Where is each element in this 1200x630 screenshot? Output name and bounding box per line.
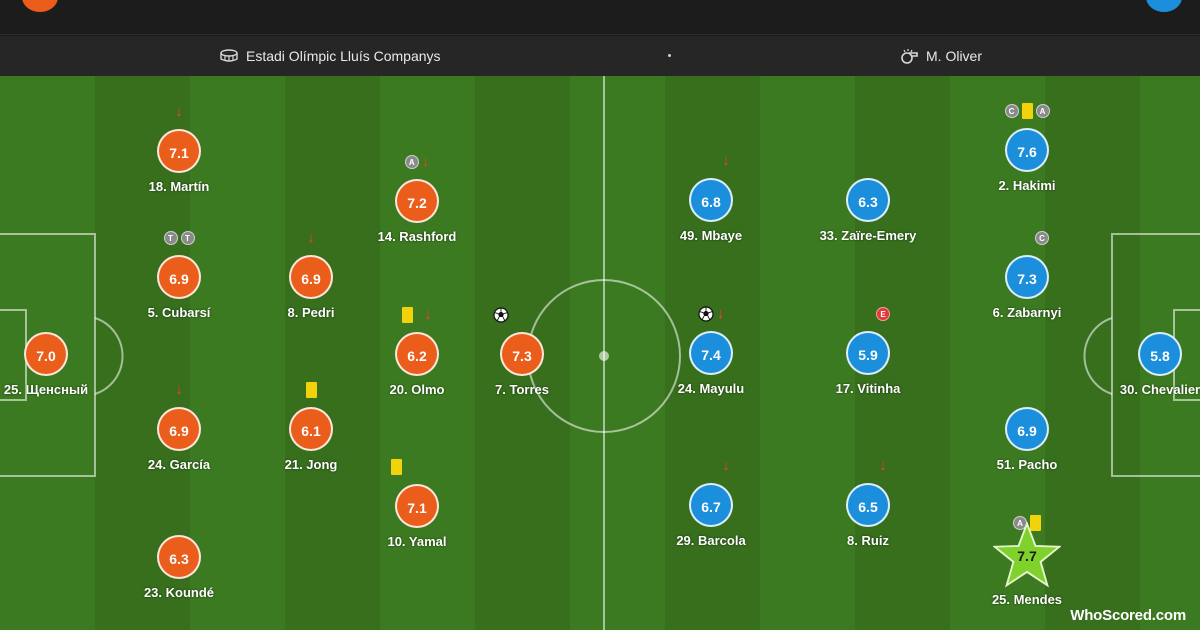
player-rating: 7.4 [689,331,733,375]
player-name: 49. Mbaye [679,228,743,243]
player-name: 25. Mendes [991,592,1063,607]
player-rating: 6.8 [689,178,733,222]
player-name: 33. Zaïre-Emery [819,228,917,243]
player-name: 18. Martín [148,179,210,194]
player-icons: ↓ [236,229,386,247]
away-team-badge[interactable] [1146,0,1182,12]
player-name: 20. Olmo [389,382,445,397]
player-rating: 5.9 [846,331,890,375]
player-name: 21. Jong [284,457,338,472]
venue-name: Estadi Olímpic Lluís Companys [246,48,441,64]
player-rating: 6.7 [689,483,733,527]
yellow-card-icon [1030,515,1041,531]
sub-off-icon: ↓ [175,381,183,398]
player-name: 25. Щенсный [3,382,89,397]
player-rating: 6.1 [289,407,333,451]
player-rating: 6.9 [1005,407,1049,451]
player-rating: 7.3 [1005,255,1049,299]
pitch: ↓ 7.1 18. Martín T T 6.9 5. Cubarsí ↓ 6.… [0,76,1200,630]
brand-wordmark[interactable]: WhoScored.com [1070,607,1186,624]
match-info-bar: Estadi Olímpic Lluís Companys M. Oliver [0,36,1200,76]
yellow-card-icon [1021,103,1033,119]
player-rating: 7.0 [24,332,68,376]
sub-off-icon: ↓ [879,457,887,474]
player-icons: E [808,305,958,323]
player-rating: 7.3 [500,332,544,376]
player-icons: ↓ [104,103,254,121]
player-name: 5. Cubarsí [147,305,211,320]
player-icons: C [967,229,1117,247]
player-rating: 6.9 [157,407,201,451]
man-of-the-match-star-icon [993,522,1061,588]
sub-off-icon: ↓ [722,152,730,169]
player-name: 23. Koundé [143,585,215,600]
yellow-card-icon [402,307,414,323]
player-icons: ↓ [342,306,492,324]
T-badge-icon: T [180,231,195,245]
player-icons: C A [952,102,1102,120]
man-of-the-match-rating: 7.7 [993,522,1061,588]
top-bar [0,0,1200,35]
player-icons: ↓ [651,457,801,475]
referee-info: M. Oliver [900,48,982,64]
sub-off-icon: ↓ [716,305,725,322]
player-icons: ↓ [104,381,254,399]
player-rating: 6.9 [157,255,201,299]
yellow-card-icon [390,459,402,475]
sub-off-icon: ↓ [421,153,430,170]
player-rating: 7.2 [395,179,439,223]
player-name: 2. Hakimi [998,178,1056,193]
player-name: 8. Pedri [287,305,335,320]
player-rating: 6.5 [846,483,890,527]
C-badge-icon: C [1004,104,1019,118]
player-rating: 6.3 [157,535,201,579]
stadium-icon [220,49,238,62]
player-name: 6. Zabarnyi [992,305,1062,320]
sub-off-icon: ↓ [307,229,315,246]
player-icons [321,458,471,476]
player-name: 10. Yamal [387,534,447,549]
player-name: 17. Vitinha [835,381,901,396]
player-icons [426,306,576,324]
player-icons: ↓ [808,457,958,475]
T-badge-icon: T [163,231,178,245]
referee-name: M. Oliver [926,48,982,64]
player-icons: ↓ [651,152,801,170]
player-icons [236,381,386,399]
A-badge-icon: A [404,155,419,169]
player-icons: T T [104,229,254,247]
info-separator [668,54,671,57]
sub-off-icon: ↓ [424,306,432,323]
goal-ball-icon [698,306,714,322]
player-rating: 7.1 [157,129,201,173]
player-rating: 6.9 [289,255,333,299]
sub-off-icon: ↓ [722,457,730,474]
goal-ball-icon [493,307,509,323]
venue-info: Estadi Olímpic Lluís Companys [220,48,441,64]
home-team-badge[interactable] [22,0,58,12]
player-icons: ↓ [636,305,786,323]
player-rating: 7.6 [1005,128,1049,172]
player-name: 24. García [147,457,211,472]
sub-off-icon: ↓ [175,103,183,120]
player-name: 30. Chevalier [1119,382,1200,397]
whistle-icon [901,49,918,64]
player-name: 7. Torres [495,382,549,397]
player-rating: 6.3 [846,178,890,222]
C-badge-icon: C [1035,231,1049,245]
yellow-card-icon [305,382,317,398]
player-name: 29. Barcola [676,533,746,548]
player-rating: 5.8 [1138,332,1182,376]
E-badge-icon: E [876,307,890,321]
player-name: 8. Ruiz [847,533,889,548]
player-name: 14. Rashford [377,229,457,244]
player-name: 24. Mayulu [677,381,745,396]
player-icons: A ↓ [342,153,492,171]
player-rating: 7.1 [395,484,439,528]
player-rating: 6.2 [395,332,439,376]
A-badge-icon: A [1035,104,1050,118]
player-name: 51. Pacho [996,457,1058,472]
